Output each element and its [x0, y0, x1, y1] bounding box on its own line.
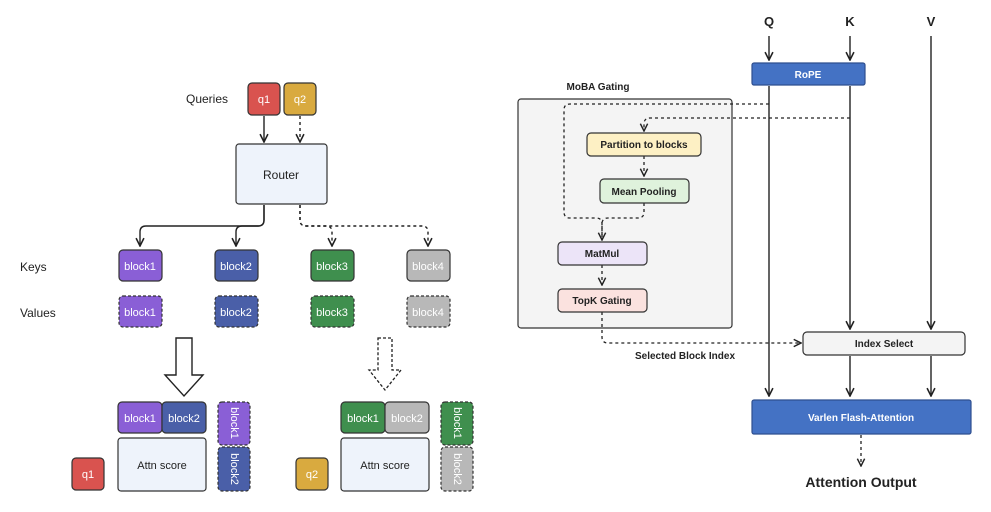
route-q1-block2 [236, 205, 265, 246]
rope-label: RoPE [795, 70, 822, 81]
value-block4-box [406, 295, 451, 328]
input-v-label: V [927, 14, 936, 29]
index-select-node: Index Select [802, 331, 966, 356]
key-block2-box [214, 249, 259, 282]
queries-label: Queries [186, 92, 228, 106]
key-block1-box [118, 249, 163, 282]
value-block4-label: block4 [412, 307, 444, 319]
meanpool-node: Mean Pooling [599, 178, 690, 204]
attn-q1-score-label: Attn score [137, 460, 187, 472]
value-block1-label: block1 [124, 307, 156, 319]
rope-box [751, 62, 866, 86]
value-block2-label: block2 [220, 307, 252, 319]
topk-box [557, 288, 648, 313]
input-q-label: Q [764, 14, 774, 29]
key-block1: block1 [118, 249, 163, 282]
meanpool-to-matmul [601, 203, 645, 240]
attn-q2-value-block4-label: block2 [451, 453, 463, 485]
value-block3-label: block3 [316, 307, 348, 319]
values-label: Values [20, 306, 56, 320]
key-block3-label: block3 [316, 261, 348, 273]
q2-box [283, 82, 317, 116]
attn-q1-query-label: q1 [82, 469, 94, 481]
big-arrow-solid [163, 337, 205, 398]
attn-q1-query-box [71, 457, 105, 491]
attn-group-q1: block1 block2 Attn score q1 block1 block… [71, 401, 251, 492]
rope-node: RoPE [751, 62, 866, 86]
q1-box [247, 82, 281, 116]
attn-q1-key-block2-label: block2 [168, 413, 200, 425]
attn-q1-value-block1-label: block1 [228, 407, 240, 439]
key-block3: block3 [310, 249, 355, 282]
attn-q2-query-box [295, 457, 329, 491]
query-q2: q2 [283, 82, 317, 116]
attn-q2-value-block3-label: block1 [451, 407, 463, 439]
q2-label: q2 [294, 94, 306, 106]
value-block4: block4 [406, 295, 451, 328]
router-node: Router [235, 143, 328, 205]
key-block1-label: block1 [124, 261, 156, 273]
value-block2-box [214, 295, 259, 328]
topk-node: TopK Gating [557, 288, 648, 313]
attn-q2-score-label: Attn score [360, 460, 410, 472]
attn-q2-score-box [340, 437, 430, 492]
route-q2-block4 [299, 205, 428, 246]
big-arrow-dashed [367, 337, 403, 392]
q1-label: q1 [258, 94, 270, 106]
value-block1: block1 [118, 295, 163, 328]
meanpool-label: Mean Pooling [612, 187, 677, 198]
topk-label: TopK Gating [572, 296, 631, 307]
flash-attention-node: Varlen Flash-Attention [751, 399, 972, 435]
attn-q2-key-block3-label: block1 [347, 413, 379, 425]
moba-gating-title: MoBA Gating [567, 82, 630, 93]
input-k-label: K [845, 14, 855, 29]
route-q2-block3 [299, 205, 332, 246]
router-label: Router [263, 168, 299, 182]
value-block1-box [118, 295, 163, 328]
router-box [235, 143, 328, 205]
attn-q1-value-block1 [217, 401, 251, 446]
topk-to-index-select [601, 312, 801, 343]
k-to-partition-dashed [644, 117, 850, 131]
value-block3-box [310, 295, 355, 328]
flash-attention-label: Varlen Flash-Attention [808, 413, 914, 424]
attn-q1-value-block2 [217, 446, 251, 492]
attn-q2-value-block4 [440, 446, 474, 492]
attn-q1-value-block2-label: block2 [228, 453, 240, 485]
partition-label: Partition to blocks [600, 140, 688, 151]
key-block3-box [310, 249, 355, 282]
key-block2-label: block2 [220, 261, 252, 273]
attention-output-label: Attention Output [805, 474, 917, 490]
selected-block-index-label: Selected Block Index [635, 351, 735, 362]
query-q1: q1 [247, 82, 281, 116]
flash-attention-box [751, 399, 972, 435]
index-select-box [802, 331, 966, 356]
attn-q1-key-block1-label: block1 [124, 413, 156, 425]
matmul-node: MatMul [557, 241, 648, 266]
key-block4: block4 [406, 249, 451, 282]
matmul-box [557, 241, 648, 266]
index-select-label: Index Select [855, 339, 914, 350]
matmul-label: MatMul [585, 249, 620, 260]
attn-group-q2: block1 block2 Attn score q2 block1 block… [295, 401, 474, 492]
partition-node: Partition to blocks [586, 132, 702, 157]
attn-q2-key-block4-label: block2 [391, 413, 423, 425]
key-block2: block2 [214, 249, 259, 282]
attn-q2-query-label: q2 [306, 469, 318, 481]
value-block2: block2 [214, 295, 259, 328]
value-block3: block3 [310, 295, 355, 328]
key-block4-label: block4 [412, 261, 444, 273]
partition-box [586, 132, 702, 157]
meanpool-box [599, 178, 690, 204]
attn-q1-key-block2 [161, 401, 207, 434]
keys-label: Keys [20, 260, 47, 274]
attn-q2-key-block4 [384, 401, 430, 434]
key-block4-box [406, 249, 451, 282]
attn-q2-value-block3 [440, 401, 474, 446]
attn-q1-score-box [117, 437, 207, 492]
